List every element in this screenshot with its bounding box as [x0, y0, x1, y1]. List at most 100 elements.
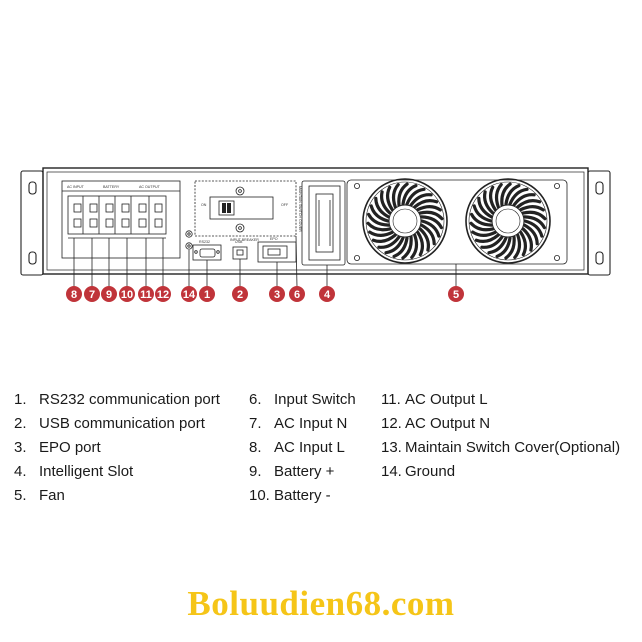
callout-14: 14 — [183, 289, 196, 301]
slot-label: MAINTAIN SWITCH COVER — [298, 186, 302, 232]
fan-blade — [397, 182, 409, 207]
fan-blade — [488, 185, 497, 212]
callout-marker-4 — [319, 286, 335, 302]
input-switch-toggle — [222, 203, 231, 213]
fan-blade — [472, 204, 493, 223]
fan-blade — [409, 193, 433, 207]
callout-marker-8 — [66, 286, 82, 302]
fan-blade — [367, 212, 391, 227]
legend-item-11: 11.AC Output L — [381, 388, 620, 412]
rs232-label: RS232 — [199, 240, 210, 244]
legend-text: Intelligent Slot — [39, 463, 134, 480]
legend-item-2: 2.USB communication port — [14, 412, 220, 436]
terminal-label-ac-input: AC INPUT — [67, 185, 85, 189]
fan-blade — [483, 190, 495, 215]
fan-blade — [419, 223, 436, 246]
legend-num: 14. — [381, 463, 402, 480]
fan-blade — [516, 199, 542, 209]
rack-ear-right — [587, 170, 611, 276]
fan-blade — [504, 235, 516, 260]
breaker-label: INPUT BREAKER — [230, 238, 259, 242]
callout-marker-5 — [448, 286, 464, 302]
fan-blade — [521, 210, 547, 221]
fan-blade — [513, 233, 522, 259]
callout-marker-1 — [199, 286, 215, 302]
fan-blade — [368, 230, 394, 237]
legend-item-9: 9.Battery + — [249, 460, 356, 484]
callout-8: 8 — [71, 289, 77, 301]
fan-blade — [474, 233, 500, 243]
legend-num: 1. — [14, 391, 27, 408]
fan-blade — [416, 230, 425, 257]
callout-marker-10 — [119, 286, 135, 302]
legend-num: 2. — [14, 415, 27, 432]
chassis — [42, 167, 589, 275]
fan-blade — [374, 196, 391, 219]
fan-blade — [391, 183, 400, 209]
epo-port — [257, 241, 297, 263]
fan-blade — [504, 184, 521, 206]
fan-blade — [487, 236, 508, 255]
fan-blade — [401, 235, 413, 260]
callout-11: 11 — [140, 289, 152, 301]
fan-blade — [369, 204, 390, 223]
legend-num: 11. — [381, 391, 401, 408]
callout-numbers: 8 7 9 10 11 12 14 1 2 3 6 4 5 — [71, 289, 459, 301]
callout-1: 1 — [204, 289, 210, 301]
legend-text: Battery - — [274, 487, 331, 504]
legend-item-3: 3. EPO port — [14, 436, 220, 460]
breaker-on-label: ON — [201, 203, 207, 207]
callout-marker-9 — [101, 286, 117, 302]
breaker-off-label: OFF — [281, 203, 289, 207]
fan-blade — [380, 190, 392, 215]
fan-blade — [521, 227, 533, 252]
fan-blade — [401, 184, 418, 206]
fan-blade — [410, 233, 419, 259]
callout-10: 10 — [121, 289, 133, 301]
callout-marker-11 — [138, 286, 154, 302]
fan-blade — [519, 205, 545, 212]
callout-3: 3 — [274, 289, 280, 301]
legend-column-3: 11.AC Output L 12.AC Output N 13.Maintai… — [381, 388, 620, 484]
legend-column-1: 1. RS232 communication port 2.USB communi… — [14, 388, 220, 508]
legend-num: 10. — [249, 487, 270, 504]
fan-blade — [494, 183, 503, 209]
callout-marker-3 — [269, 286, 285, 302]
callout-7: 7 — [89, 289, 95, 301]
legend-column-2: 6.Input Switch 7.AC Input N 8.AC Input L… — [249, 388, 356, 508]
rack-ear-left — [20, 170, 44, 276]
fan-left — [362, 178, 448, 264]
callout-6: 6 — [294, 289, 300, 301]
fan-blade — [519, 230, 528, 257]
legend-num: 5. — [14, 487, 27, 504]
fan-right — [465, 178, 551, 264]
fan-blade — [418, 210, 444, 221]
terminal-label-ac-output: AC OUTPUT — [139, 185, 161, 189]
legend-item-14: 14.Ground — [381, 460, 620, 484]
legend-text: AC Input N — [274, 415, 348, 432]
legend-item-13: 13.Maintain Switch Cover(Optional) — [381, 436, 620, 460]
fan-blade — [512, 193, 536, 207]
legend-item-10: 10.Battery - — [249, 484, 356, 508]
legend-num: 12. — [381, 415, 402, 432]
fan-blade — [495, 236, 512, 258]
legend-text: AC Input L — [274, 439, 345, 456]
legend-text: EPO port — [39, 439, 101, 456]
fan-blade — [470, 212, 494, 227]
callout-12: 12 — [157, 289, 169, 301]
rs232-port — [192, 244, 222, 261]
legend-num: 3. — [14, 439, 27, 456]
fan-blade — [522, 215, 546, 230]
fan-blade — [416, 205, 442, 212]
legend-text: Input Switch — [274, 391, 356, 408]
callout-markers — [66, 286, 464, 302]
legend-text: AC Output N — [405, 415, 491, 432]
legend-text: RS232 communication port — [39, 391, 220, 408]
callout-marker-7 — [84, 286, 100, 302]
callout-marker-14 — [181, 286, 197, 302]
legend-item-7: 7.AC Input N — [249, 412, 356, 436]
legend-text: AC Output L — [405, 391, 488, 408]
legend-num: 8. — [249, 439, 262, 456]
fan-blade — [384, 236, 405, 255]
